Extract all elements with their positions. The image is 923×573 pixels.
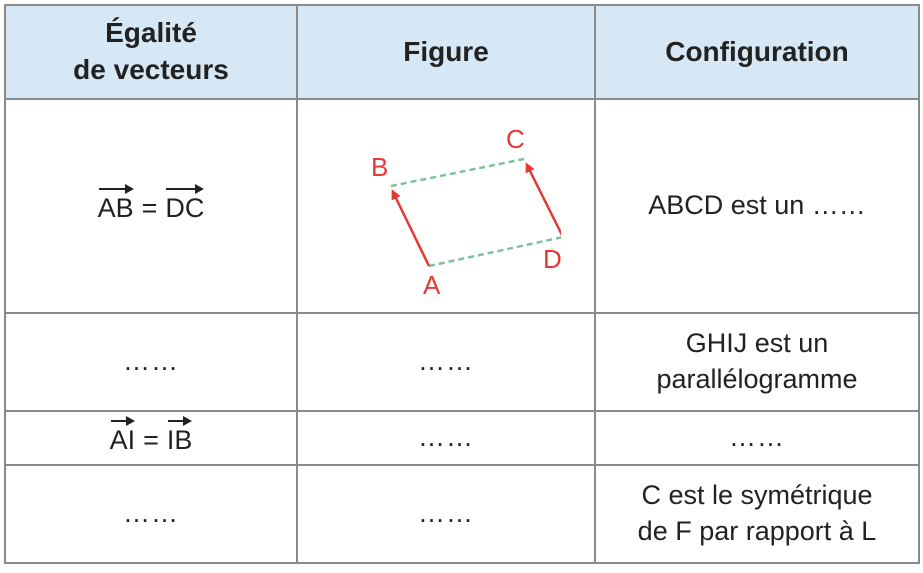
arrow-ab <box>391 189 431 267</box>
header-figure: Figure <box>296 4 596 100</box>
figure-cell: …… <box>296 464 596 564</box>
configuration-cell: GHIJ est un parallélogramme <box>594 312 920 412</box>
vector-ai: AI <box>110 416 135 459</box>
figure-cell: …… <box>296 312 596 412</box>
header-equality-line1: Égalité <box>105 17 197 49</box>
header-configuration: Configuration <box>594 4 920 100</box>
vector-ib: IB <box>167 416 192 459</box>
point-label-b: B <box>371 152 388 182</box>
table-row: …… …… GHIJ est un parallélogramme <box>4 312 920 412</box>
equals-sign: = <box>143 425 159 456</box>
configuration-line1: C est le symétrique <box>641 480 873 511</box>
point-label-c: C <box>506 124 525 154</box>
equality-cell: …… <box>4 312 298 412</box>
point-label-d: D <box>543 244 561 274</box>
dashed-edge-ad <box>428 236 561 268</box>
configuration-cell: ABCD est un …… <box>594 98 920 314</box>
header-equality-line2: de vecteurs <box>73 54 229 85</box>
configuration-cell: C est le symétrique de F par rapport à L <box>594 464 920 564</box>
configuration-cell: …… <box>594 410 920 466</box>
point-label-a: A <box>423 270 441 296</box>
arrow-dc <box>525 162 561 236</box>
equality-cell: AB=DC <box>4 98 298 314</box>
equality-cell: …… <box>4 464 298 564</box>
vector-dc: DC <box>165 184 205 227</box>
table-row: AI = IB …… …… <box>4 410 920 466</box>
configuration-line1: GHIJ est un <box>685 328 829 359</box>
vector-ab: AB <box>98 184 134 227</box>
table-row: AB=DC B C A D <box>4 98 920 314</box>
figure-cell: B C A D <box>296 98 596 314</box>
dashed-edge-bc <box>390 157 525 188</box>
header-equality: Égalité de vecteurs <box>4 4 298 100</box>
vector-equality-table: Égalité de vecteurs Figure Configuration… <box>4 4 920 564</box>
equality-cell: AI = IB <box>4 410 298 466</box>
parallelogram-figure: B C A D <box>371 124 561 296</box>
equals-sign: = <box>141 193 158 224</box>
configuration-line2: de F par rapport à L <box>637 516 877 546</box>
figure-cell: …… <box>296 410 596 466</box>
configuration-line2: parallélogramme <box>656 364 858 394</box>
table-row: …… …… C est le symétrique de F par rappo… <box>4 464 920 564</box>
header-row: Égalité de vecteurs Figure Configuration <box>4 4 920 100</box>
